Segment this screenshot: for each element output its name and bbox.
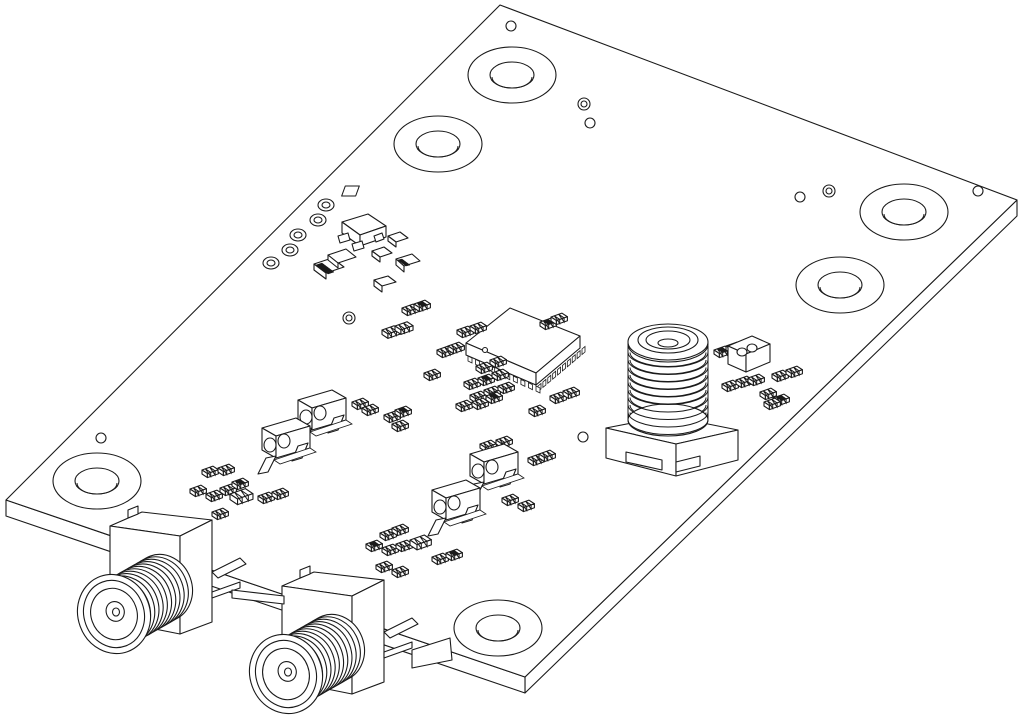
smd-part bbox=[365, 539, 383, 553]
pin1-dot bbox=[481, 346, 489, 354]
smd-part bbox=[375, 560, 393, 574]
smd-part bbox=[550, 312, 568, 326]
smd-part bbox=[747, 373, 765, 387]
smd-part bbox=[383, 410, 401, 424]
mounting-hole bbox=[393, 115, 483, 173]
vias bbox=[95, 20, 984, 444]
smd-part bbox=[381, 543, 399, 557]
smd-part bbox=[562, 386, 580, 400]
smd-cap bbox=[327, 248, 357, 269]
smd-part bbox=[447, 341, 465, 355]
smd-part bbox=[501, 493, 519, 507]
smd-part bbox=[477, 373, 495, 387]
smd-part bbox=[423, 368, 441, 382]
regulator-cluster bbox=[313, 213, 421, 293]
smd-part bbox=[201, 465, 219, 479]
sma-connector-right bbox=[605, 323, 739, 477]
smd-part bbox=[391, 523, 409, 537]
rf-block bbox=[465, 443, 525, 501]
smd-part bbox=[189, 484, 207, 498]
sot-package bbox=[337, 213, 387, 252]
smd-part bbox=[271, 487, 289, 501]
smd-cap bbox=[371, 246, 393, 263]
smd-part bbox=[491, 368, 509, 382]
smd-part bbox=[485, 391, 503, 405]
smd-part bbox=[391, 419, 409, 433]
rf-block-right bbox=[727, 335, 771, 373]
mounting-hole bbox=[467, 46, 557, 104]
rf-block bbox=[293, 389, 353, 447]
smd-part bbox=[409, 534, 432, 551]
via bbox=[345, 314, 353, 322]
mounting-hole bbox=[453, 599, 543, 657]
header-pins bbox=[262, 185, 360, 270]
smd-cap bbox=[373, 275, 397, 293]
rf-block bbox=[427, 479, 487, 537]
via bbox=[505, 20, 517, 32]
via bbox=[972, 185, 984, 197]
sma-connector-left-b bbox=[248, 565, 419, 715]
smd-part bbox=[785, 365, 803, 379]
smd-part bbox=[391, 565, 409, 579]
smd-part bbox=[361, 403, 379, 417]
smd-part bbox=[759, 387, 777, 401]
smd-part bbox=[763, 397, 781, 411]
edge-strip bbox=[231, 589, 453, 669]
via bbox=[580, 100, 588, 108]
smd-part bbox=[471, 397, 489, 411]
smd-part bbox=[469, 321, 487, 335]
smd-part bbox=[517, 499, 535, 513]
smd-part bbox=[394, 405, 412, 419]
mounting-holes bbox=[52, 46, 949, 657]
smd-part bbox=[394, 321, 414, 335]
smd-part bbox=[211, 507, 229, 521]
via bbox=[95, 432, 107, 444]
via bbox=[584, 117, 596, 129]
smd-part bbox=[538, 449, 556, 463]
via bbox=[825, 187, 833, 195]
smd-part bbox=[395, 539, 413, 553]
smd-part bbox=[528, 404, 546, 418]
smd-part bbox=[351, 397, 369, 411]
smd-part bbox=[413, 299, 431, 313]
smd-part bbox=[231, 477, 249, 491]
smd-part bbox=[456, 325, 474, 339]
via bbox=[794, 191, 806, 203]
via bbox=[577, 431, 589, 443]
header-pin-square bbox=[341, 185, 360, 197]
smd-part bbox=[379, 528, 397, 542]
smd-part bbox=[497, 381, 515, 395]
rf-block bbox=[257, 417, 317, 475]
smd-part bbox=[217, 463, 235, 477]
smd-cap bbox=[387, 231, 409, 248]
mounting-hole bbox=[795, 256, 885, 314]
sma-connector-left-a bbox=[76, 505, 247, 655]
smd-cap bbox=[395, 253, 421, 273]
smd-part bbox=[445, 548, 463, 562]
smd-part bbox=[489, 355, 507, 369]
smd-part bbox=[721, 379, 739, 393]
smd-part bbox=[229, 488, 254, 506]
mounting-hole bbox=[859, 183, 949, 241]
rf-blocks bbox=[257, 389, 525, 537]
mounting-hole bbox=[52, 452, 142, 510]
